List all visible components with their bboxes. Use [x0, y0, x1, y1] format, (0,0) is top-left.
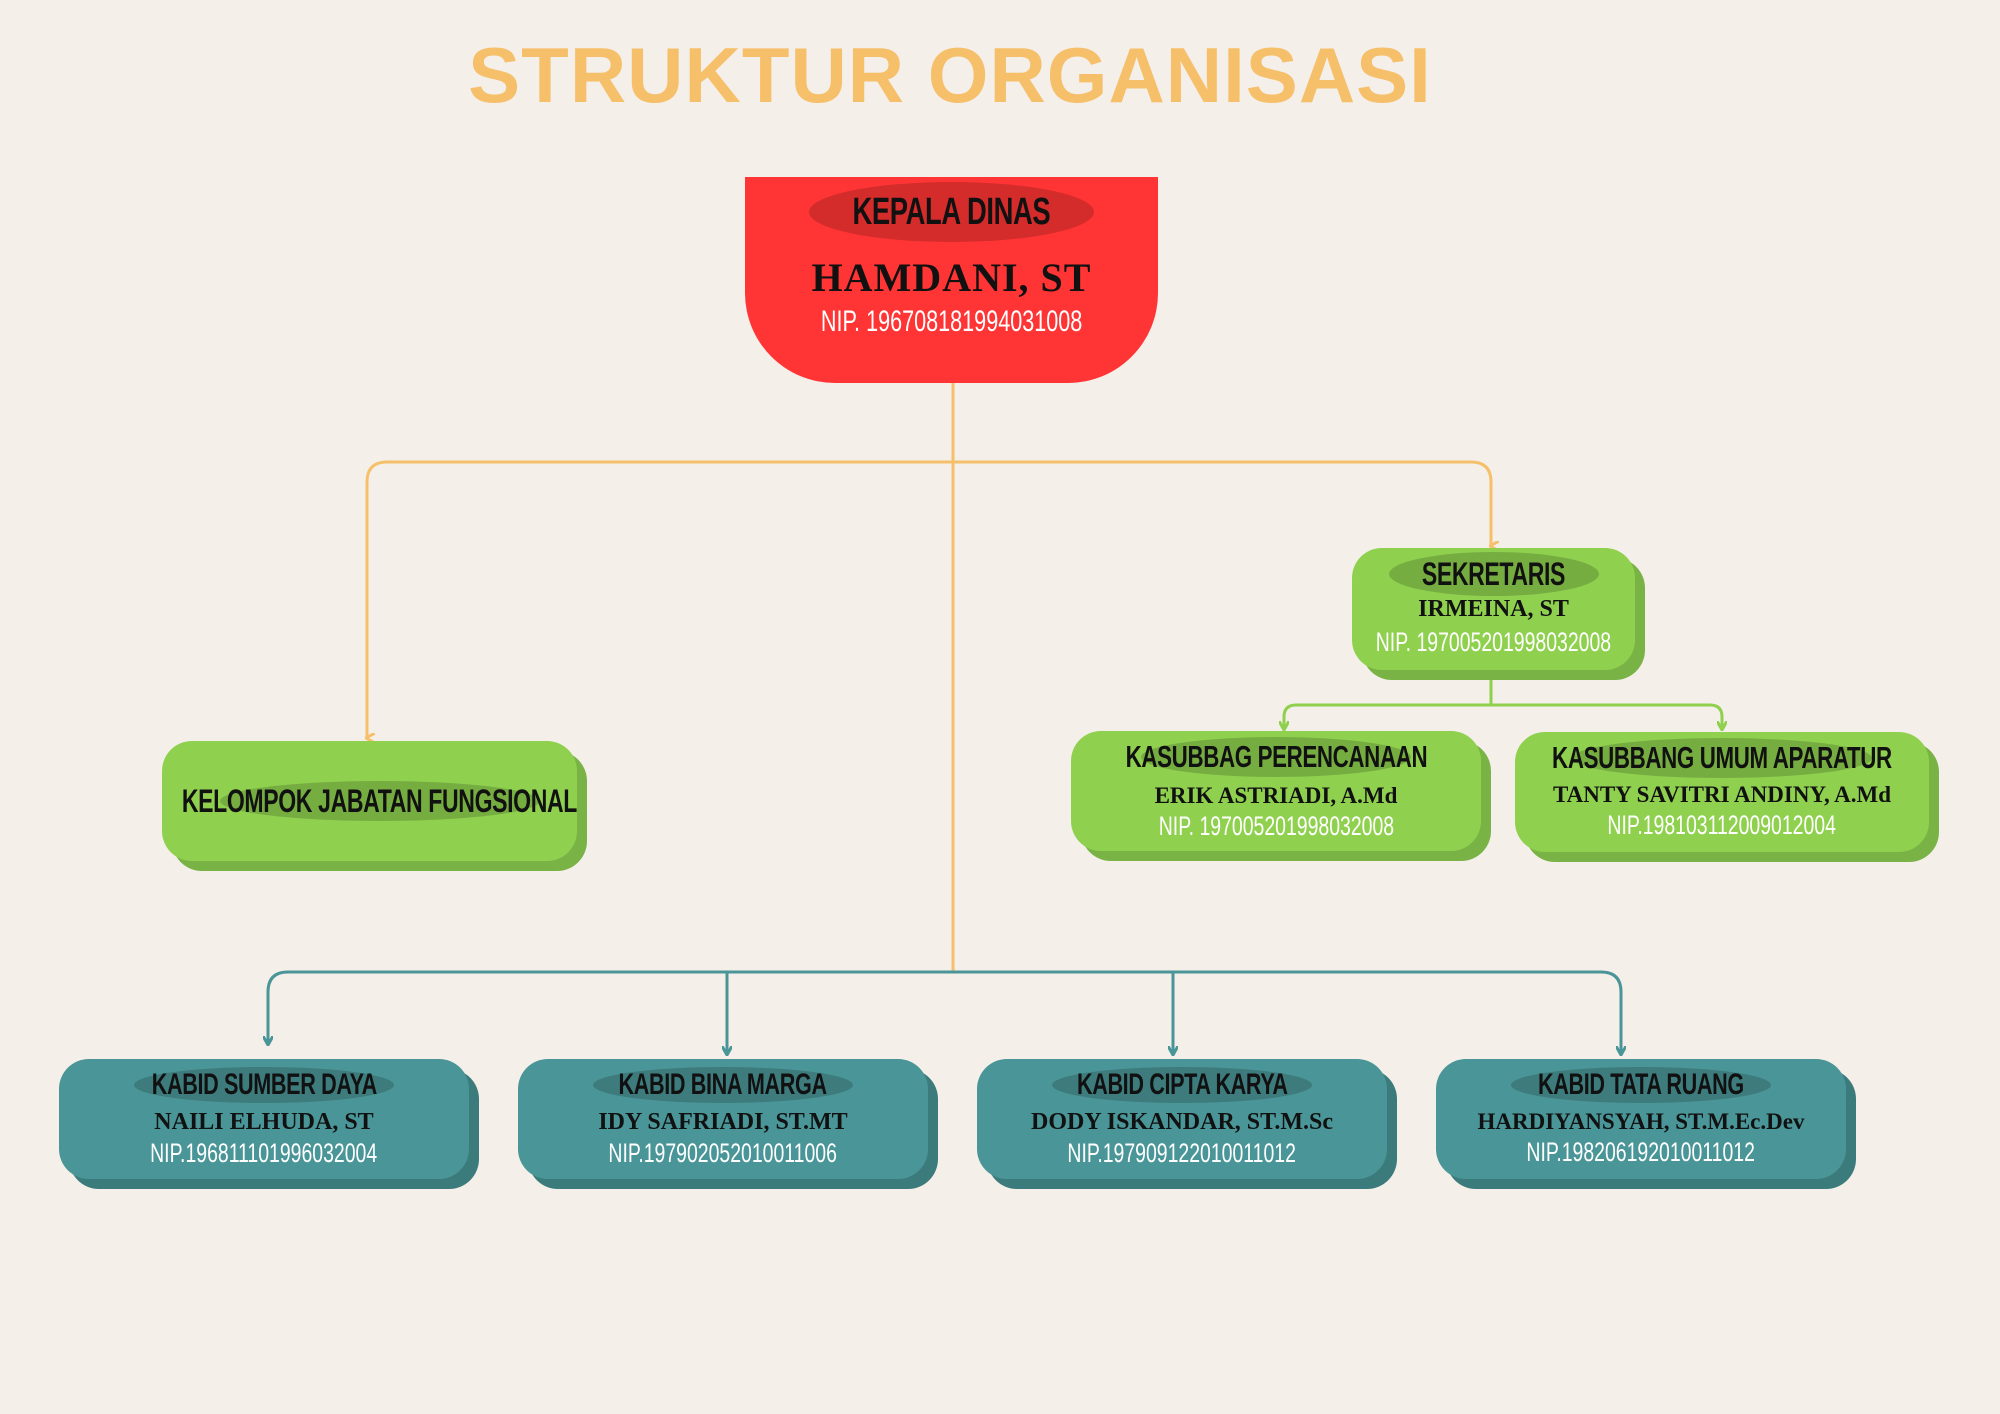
line-to-fungsional	[367, 460, 953, 738]
position-oval: KABID BINA MARGA	[593, 1067, 853, 1103]
person-name: IDY SAFRIADI, ST.MT	[598, 1109, 848, 1135]
person-nip: NIP.198206192010011012	[1526, 1137, 1756, 1167]
sekretaris-card: SEKRETARIS IRMEINA, ST NIP. 197005201998…	[1352, 548, 1635, 670]
kabid-card: KABID SUMBER DAYA NAILI ELHUDA, ST NIP.1…	[59, 1059, 469, 1179]
position-label: KELOMPOK JABATAN FUNGSIONAL	[181, 782, 578, 819]
person-name: HARDIYANSYAH, ST.M.Ec.Dev	[1477, 1109, 1805, 1134]
position-label: KABID TATA RUANG	[1538, 1068, 1744, 1101]
person-nip: NIP.197909122010011012	[1067, 1138, 1297, 1168]
fungsional-card: KELOMPOK JABATAN FUNGSIONAL	[162, 741, 577, 861]
kabid-card: KABID TATA RUANG HARDIYANSYAH, ST.M.Ec.D…	[1436, 1059, 1846, 1179]
kabid-card: KABID CIPTA KARYA DODY ISKANDAR, ST.M.Sc…	[977, 1059, 1387, 1179]
person-nip: NIP. 197005201998032008	[1375, 627, 1612, 657]
kasubbag-card: KASUBBAG PERENCANAAN ERIK ASTRIADI, A.Md…	[1071, 731, 1481, 851]
position-label: SEKRETARIS	[1421, 555, 1566, 592]
kabid-card: KABID BINA MARGA IDY SAFRIADI, ST.MT NIP…	[518, 1059, 928, 1179]
line-to-kasubbag-1	[1284, 703, 1491, 729]
position-label: KABID CIPTA KARYA	[1076, 1068, 1288, 1101]
position-oval: KELOMPOK JABATAN FUNGSIONAL	[182, 781, 577, 821]
person-name: ERIK ASTRIADI, A.Md	[1154, 783, 1398, 808]
position-oval: KABID TATA RUANG	[1511, 1067, 1771, 1103]
kasubbag-card: KASUBBANG UMUM APARATUR TANTY SAVITRI AN…	[1515, 732, 1929, 852]
person-nip: NIP.196811101996032004	[150, 1138, 378, 1168]
position-oval: KEPALA DINAS	[809, 182, 1094, 242]
position-oval: KABID SUMBER DAYA	[134, 1067, 394, 1103]
position-label: KASUBBANG UMUM APARATUR	[1552, 740, 1892, 775]
person-nip: NIP. 196708181994031008	[820, 305, 1083, 338]
person-name: HAMDANI, ST	[811, 255, 1092, 300]
line-to-kabid-3	[953, 970, 1621, 1054]
kepala-dinas-card: KEPALA DINAS HAMDANI, ST NIP. 1967081819…	[745, 177, 1158, 383]
line-to-sekretaris	[953, 460, 1491, 546]
position-label: KEPALA DINAS	[852, 190, 1051, 233]
position-oval: KABID CIPTA KARYA	[1052, 1067, 1312, 1103]
position-label: KABID SUMBER DAYA	[151, 1068, 377, 1101]
position-label: KABID BINA MARGA	[618, 1068, 828, 1101]
position-label: KASUBBAG PERENCANAAN	[1125, 739, 1427, 774]
position-oval: SEKRETARIS	[1388, 552, 1599, 596]
position-oval: KASUBBAG PERENCANAAN	[1125, 737, 1427, 777]
line-to-kabid-1	[268, 970, 953, 1044]
person-nip: NIP. 197005201998032008	[1158, 811, 1394, 841]
person-name: DODY ISKANDAR, ST.M.Sc	[1030, 1109, 1333, 1135]
person-name: IRMEINA, ST	[1418, 596, 1569, 622]
page-title: STRUKTUR ORGANISASI	[468, 31, 1432, 119]
person-nip: NIP.198103112009012004	[1607, 810, 1837, 840]
line-to-kasubbag-2	[1491, 703, 1722, 729]
person-name: TANTY SAVITRI ANDINY, A.Md	[1552, 782, 1892, 807]
person-nip: NIP.197902052010011006	[608, 1138, 838, 1168]
position-oval: KASUBBANG UMUM APARATUR	[1552, 738, 1892, 778]
person-name: NAILI ELHUDA, ST	[154, 1109, 374, 1135]
